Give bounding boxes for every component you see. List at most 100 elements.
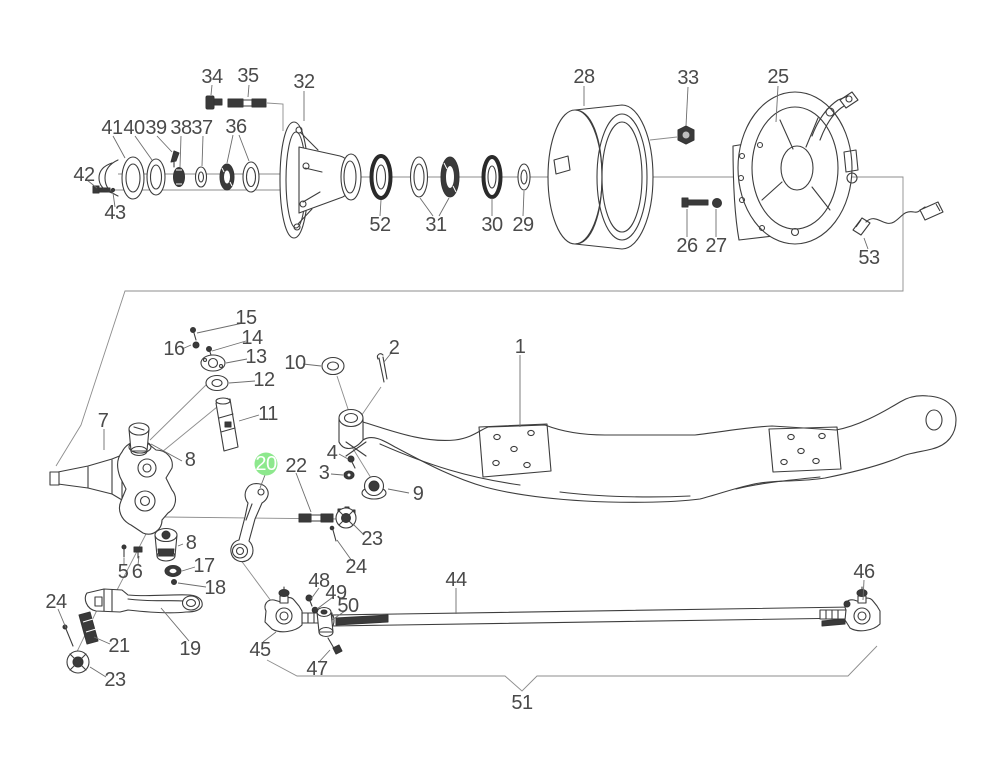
callout-label: 25 [767, 66, 789, 88]
callout-38[interactable]: 38 [170, 117, 192, 139]
part-49-nut [311, 606, 319, 614]
callout-15[interactable]: 15 [235, 307, 257, 329]
callout-26[interactable]: 26 [676, 235, 698, 257]
callout-32[interactable]: 32 [293, 71, 315, 93]
callout-33[interactable]: 33 [677, 67, 699, 89]
part-47-bolt [327, 637, 343, 655]
callout-24[interactable]: 24 [45, 591, 67, 613]
part-24-cotter-pin-right [329, 525, 337, 542]
callout-14[interactable]: 14 [241, 327, 263, 349]
callout-7[interactable]: 7 [98, 410, 110, 432]
part-13-bearing-cap [200, 354, 226, 372]
callout-47[interactable]: 47 [306, 658, 328, 680]
part-24-cotter-pin-left [62, 624, 74, 647]
part-32-hub [279, 121, 362, 239]
callout-49[interactable]: 49 [325, 582, 347, 604]
part-48-screw [305, 594, 313, 607]
callout-11[interactable]: 11 [258, 403, 279, 425]
part-11-kingpin [215, 397, 239, 452]
callout-22[interactable]: 22 [285, 455, 307, 477]
callout-21[interactable]: 21 [108, 635, 130, 657]
callout-28[interactable]: 28 [573, 66, 595, 88]
callout-label: 41 [101, 117, 123, 139]
callout-3[interactable]: 3 [319, 462, 331, 484]
callout-label: 16 [163, 338, 185, 360]
callout-label: 4 [327, 442, 338, 464]
callout-34[interactable]: 34 [201, 66, 223, 88]
callout-37[interactable]: 37 [191, 117, 213, 139]
callout-43[interactable]: 43 [104, 202, 126, 224]
callout-label: 46 [853, 561, 875, 583]
callout-8[interactable]: 8 [186, 532, 198, 554]
part-30-seal [481, 155, 503, 199]
callout-label: 50 [337, 595, 359, 617]
callout-23[interactable]: 23 [361, 528, 383, 550]
callout-17[interactable]: 17 [193, 555, 215, 577]
callout-19[interactable]: 19 [179, 638, 201, 660]
callout-4[interactable]: 4 [327, 442, 339, 464]
callout-6[interactable]: 6 [132, 561, 144, 583]
callout-50[interactable]: 50 [337, 595, 359, 617]
callout-label: 12 [253, 369, 275, 391]
callout-52[interactable]: 52 [369, 214, 391, 236]
group-bracket-51 [266, 645, 878, 692]
callout-51[interactable]: 51 [511, 692, 533, 714]
callout-9[interactable]: 9 [413, 483, 425, 505]
part-4-bolt [347, 455, 356, 469]
callout-53[interactable]: 53 [858, 247, 880, 269]
part-27-nut [712, 198, 722, 208]
callout-1[interactable]: 1 [515, 336, 527, 358]
callout-16[interactable]: 16 [163, 338, 185, 360]
callout-25[interactable]: 25 [767, 66, 789, 88]
part-21-stud [78, 611, 99, 645]
callout-label: 28 [573, 66, 595, 88]
callout-13[interactable]: 13 [245, 346, 267, 368]
part-20-tie-rod-arm [230, 483, 269, 563]
callout-27[interactable]: 27 [705, 235, 727, 257]
callout-label: 26 [676, 235, 698, 257]
callout-label: 19 [179, 638, 201, 660]
part-8-upper-kingpin-bolt [128, 422, 150, 457]
callout-label: 29 [512, 214, 534, 236]
callout-18[interactable]: 18 [204, 577, 226, 599]
callout-41[interactable]: 41 [101, 117, 123, 139]
callout-label: 38 [170, 117, 192, 139]
part-36-bearing-pair [219, 161, 260, 193]
callout-23[interactable]: 23 [104, 669, 126, 691]
callout-10[interactable]: 10 [284, 352, 306, 374]
callout-44[interactable]: 44 [445, 569, 467, 591]
callout-45[interactable]: 45 [249, 639, 271, 661]
callout-12[interactable]: 12 [253, 369, 275, 391]
callout-8[interactable]: 8 [185, 449, 197, 471]
callout-label: 24 [345, 556, 367, 578]
part-41-hub-cap [98, 156, 145, 200]
part-33-nut [677, 125, 695, 145]
callout-31[interactable]: 31 [425, 214, 447, 236]
part-52-seal [369, 154, 393, 200]
part-1-axle-beam [338, 395, 957, 503]
callout-label: 8 [186, 532, 197, 554]
callout-40[interactable]: 40 [123, 117, 145, 139]
callout-label: 36 [225, 116, 247, 138]
part-2-cotter-pin [376, 353, 388, 383]
callout-20-highlighted[interactable]: 20 [254, 452, 278, 476]
callout-30[interactable]: 30 [481, 214, 503, 236]
callout-35[interactable]: 35 [237, 65, 259, 87]
callout-label: 23 [104, 669, 126, 691]
callout-24[interactable]: 24 [345, 556, 367, 578]
callout-label: 22 [285, 455, 307, 477]
callout-label: 24 [45, 591, 67, 613]
callout-label: 2 [389, 337, 400, 359]
part-53-abs-sensor [852, 201, 944, 236]
callout-39[interactable]: 39 [145, 117, 167, 139]
callout-2[interactable]: 2 [389, 337, 401, 359]
callout-label: 17 [193, 555, 215, 577]
callout-48[interactable]: 48 [308, 570, 330, 592]
callout-36[interactable]: 36 [225, 116, 247, 138]
callout-label: 18 [204, 577, 226, 599]
callout-5[interactable]: 5 [118, 561, 130, 583]
callout-29[interactable]: 29 [512, 214, 534, 236]
callout-42[interactable]: 42 [73, 164, 95, 186]
callout-46[interactable]: 46 [853, 561, 875, 583]
callout-label: 44 [445, 569, 467, 591]
